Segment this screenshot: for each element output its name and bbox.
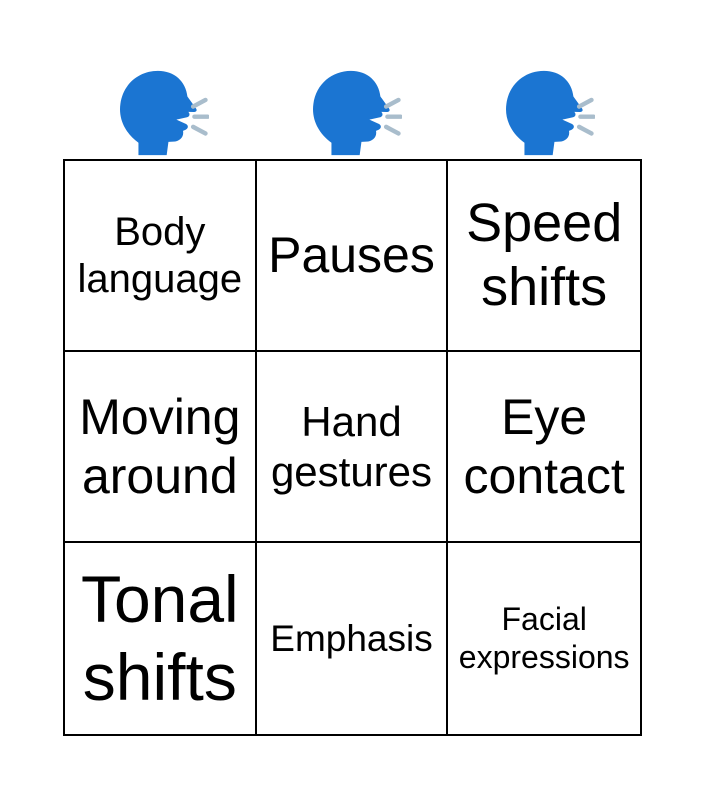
bingo-cell-emphasis[interactable]: Emphasis xyxy=(257,543,449,734)
cell-label: Emphasis xyxy=(270,617,433,659)
bingo-cell-tonal-shifts[interactable]: Tonal shifts xyxy=(65,543,257,734)
talking-head-icon xyxy=(506,70,595,156)
talking-head-icon xyxy=(120,70,209,156)
cell-label: Body language xyxy=(77,209,243,301)
bingo-cell-moving-around[interactable]: Moving around xyxy=(65,352,257,543)
bingo-cell-body-language[interactable]: Body language xyxy=(65,161,257,352)
talking-head-icon xyxy=(313,70,402,156)
cell-label: Pauses xyxy=(268,227,435,284)
cell-label: Speed shifts xyxy=(466,193,623,317)
bingo-cell-pauses[interactable]: Pauses xyxy=(256,161,449,352)
cell-label: Eye contact xyxy=(463,389,625,504)
cell-label: Facial expressions xyxy=(458,601,630,675)
bingo-cell-speed-shifts[interactable]: Speed shifts xyxy=(448,161,640,352)
cell-label: Hand gestures xyxy=(270,398,433,495)
cell-label: Tonal shifts xyxy=(80,562,239,714)
bingo-cell-eye-contact[interactable]: Eye contact xyxy=(448,352,640,543)
bingo-cell-hand-gestures[interactable]: Hand gestures xyxy=(256,352,449,543)
bingo-grid: Body language Pauses Speed shifts Moving… xyxy=(63,159,642,736)
cell-label: Moving around xyxy=(79,389,241,504)
bingo-cell-facial-expressions[interactable]: Facial expressions xyxy=(448,543,640,734)
